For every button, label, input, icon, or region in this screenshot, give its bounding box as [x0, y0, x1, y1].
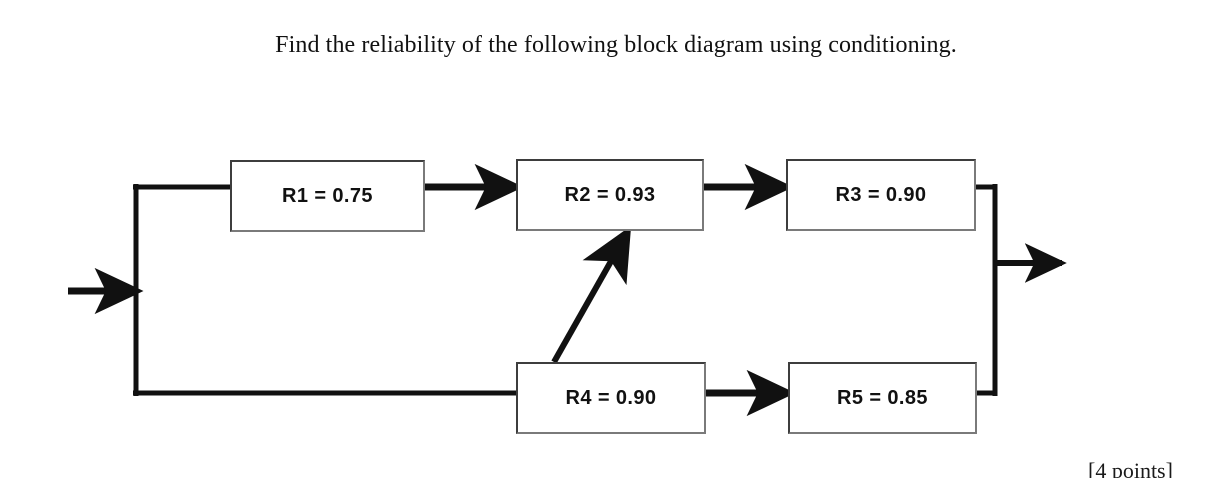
block-r1: R1 = 0.75	[230, 160, 425, 232]
block-r5-label: R5 = 0.85	[837, 386, 928, 409]
block-r2: R2 = 0.93	[516, 159, 704, 231]
block-r4: R4 = 0.90	[516, 362, 706, 434]
points-note: [4 points]	[1088, 458, 1173, 478]
block-r1-label: R1 = 0.75	[282, 184, 373, 207]
block-r5: R5 = 0.85	[788, 362, 977, 434]
block-r3: R3 = 0.90	[786, 159, 976, 231]
block-r2-label: R2 = 0.93	[564, 183, 656, 206]
block-r4-label: R4 = 0.90	[565, 386, 657, 409]
block-r3-label: R3 = 0.90	[835, 183, 927, 206]
connector-r4-to-r2-diagonal	[551, 225, 632, 364]
page-title: Find the reliability of the following bl…	[275, 32, 957, 58]
